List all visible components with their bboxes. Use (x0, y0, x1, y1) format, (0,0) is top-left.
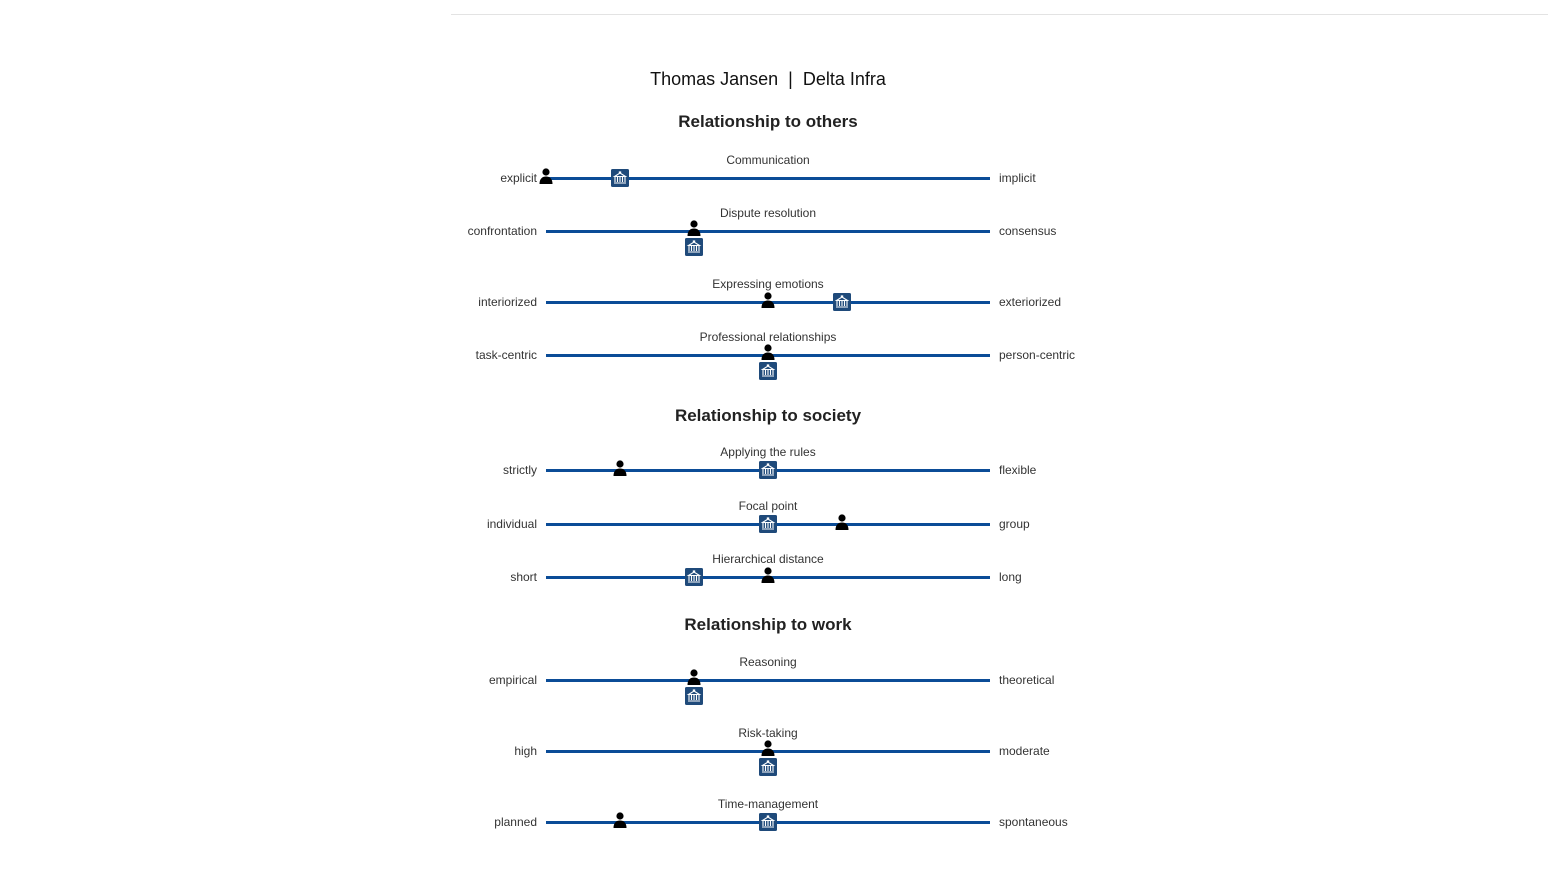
building-icon (611, 169, 629, 187)
scale-right-label: spontaneous (999, 815, 1068, 829)
scale-right-label: long (999, 570, 1022, 584)
top-divider (451, 14, 1548, 15)
building-icon (759, 461, 777, 479)
dimension-title: Communication (726, 153, 810, 167)
dimension-title: Hierarchical distance (712, 552, 824, 566)
person-icon (685, 668, 703, 686)
person-icon (833, 513, 851, 531)
section-title: Relationship to others (678, 112, 858, 131)
person-icon (759, 291, 777, 309)
section-title: Relationship to society (674, 406, 862, 425)
building-icon (685, 568, 703, 586)
dimension-title: Applying the rules (720, 445, 816, 459)
scale-left-label: planned (494, 815, 537, 829)
building-icon (759, 813, 777, 831)
dimension-title: Professional relationships (699, 330, 837, 344)
dimension-title: Dispute resolution (719, 206, 817, 220)
scale-left-label: task-centric (475, 348, 537, 362)
scale-track (546, 230, 990, 233)
scale-left-label: individual (486, 517, 537, 531)
building-icon (759, 362, 777, 380)
building-icon (759, 758, 777, 776)
building-icon (833, 293, 851, 311)
person-icon (759, 566, 777, 584)
person-icon (759, 739, 777, 757)
dimension-title: Expressing emotions (712, 277, 824, 291)
scale-left-label: explicit (500, 171, 537, 185)
scale-left-label: empirical (488, 673, 537, 687)
scale-right-label: exteriorized (999, 295, 1062, 309)
building-icon (685, 687, 703, 705)
scale-left-label: interiorized (478, 295, 537, 309)
scale-track (546, 177, 990, 180)
scale-left-label: short (510, 570, 537, 584)
scale-right-label: theoretical (999, 673, 1055, 687)
building-icon (759, 515, 777, 533)
building-icon (685, 238, 703, 256)
page-title: Thomas Jansen | Delta Infra (650, 69, 886, 89)
scale-left-label: high (514, 744, 537, 758)
person-icon (537, 167, 555, 185)
person-icon (611, 459, 629, 477)
person-icon (685, 219, 703, 237)
person-icon (611, 811, 629, 829)
scale-left-label: confrontation (467, 224, 537, 238)
dimension-title: Reasoning (739, 655, 797, 669)
dimension-title: Risk-taking (738, 726, 798, 740)
scale-right-label: implicit (999, 171, 1036, 185)
scale-right-label: flexible (999, 463, 1037, 477)
dimension-title: Time-management (717, 797, 819, 811)
scale-right-label: consensus (999, 224, 1057, 238)
dimension-title: Focal point (738, 499, 798, 513)
person-icon (759, 343, 777, 361)
scale-track (546, 679, 990, 682)
scale-right-label: person-centric (999, 348, 1076, 362)
section-title: Relationship to work (684, 615, 852, 634)
scale-right-label: group (999, 517, 1030, 531)
scale-left-label: strictly (503, 463, 537, 477)
scale-right-label: moderate (999, 744, 1050, 758)
